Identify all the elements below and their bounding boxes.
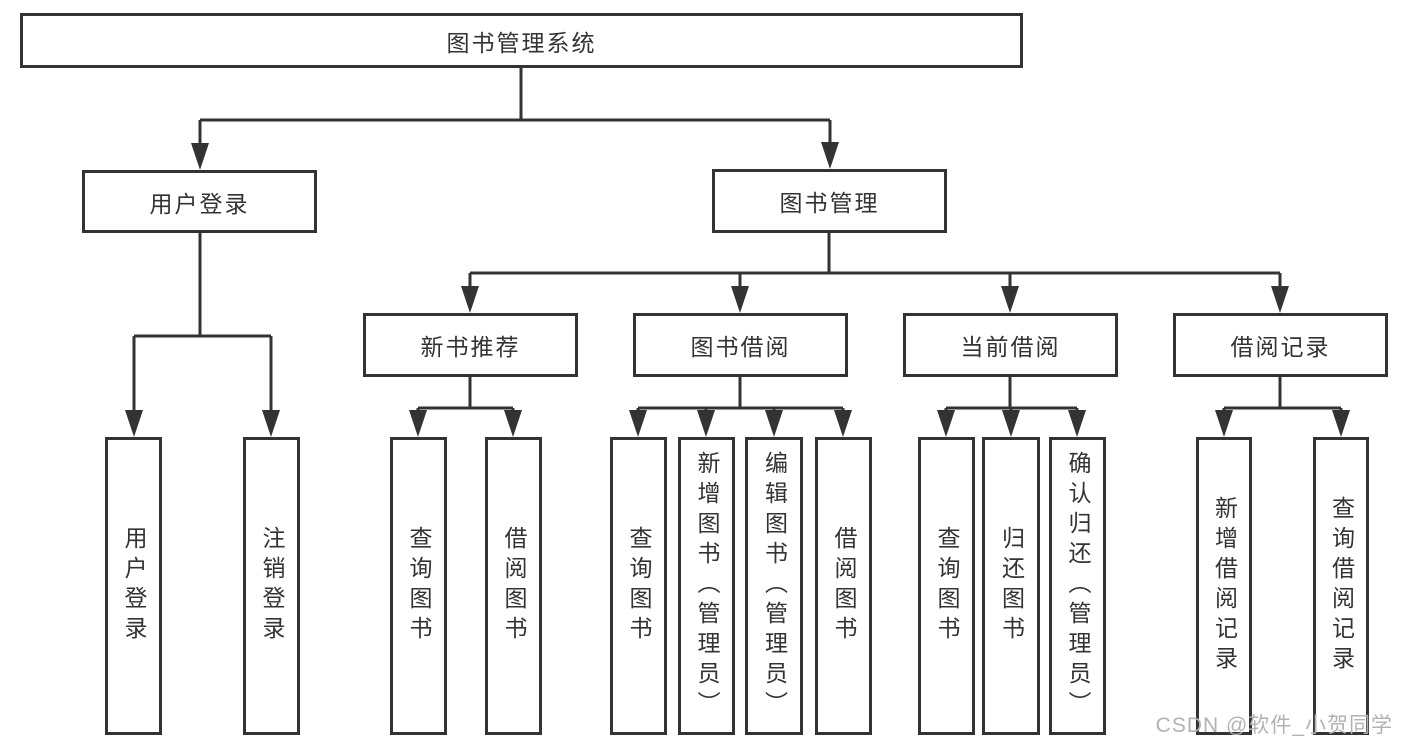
leaf-query-books-recommend: 查询图书 [390, 437, 447, 735]
leaf-borrow-books-recommend-label: 借阅图书 [501, 526, 527, 646]
arrowheads [125, 142, 1350, 437]
node-book-management: 图书管理 [712, 169, 947, 233]
node-book-management-label: 图书管理 [779, 190, 880, 216]
node-borrowing-records-label: 借阅记录 [1230, 334, 1331, 360]
leaf-query-borrow-record: 查询借阅记录 [1313, 437, 1369, 735]
leaf-borrow-books-label: 借阅图书 [831, 526, 857, 646]
leaf-logout-label: 注销登录 [259, 526, 285, 646]
node-current-borrowing-label: 当前借阅 [960, 334, 1061, 360]
leaf-query-books-recommend-label: 查询图书 [406, 526, 432, 646]
root-node-system-title: 图书管理系统 [20, 13, 1023, 68]
leaf-confirm-return-admin: 确认归还（管理员） [1049, 437, 1106, 735]
leaf-borrow-books: 借阅图书 [815, 437, 872, 735]
leaf-return-books-label: 归还图书 [998, 526, 1025, 646]
leaf-return-books: 归还图书 [982, 437, 1040, 735]
node-user-login-label: 用户登录 [149, 190, 250, 217]
node-new-book-recommendation: 新书推荐 [363, 313, 578, 377]
leaf-borrow-books-recommend: 借阅图书 [485, 437, 542, 735]
csdn-watermark: CSDN @软件_小贺同学 [1155, 714, 1393, 737]
leaf-user-login-label: 用户登录 [121, 526, 147, 646]
leaf-add-borrow-record-label: 新增借阅记录 [1211, 496, 1238, 676]
leaf-confirm-return-admin-label: 确认归还（管理员） [1065, 451, 1091, 721]
leaf-logout: 注销登录 [243, 437, 300, 735]
leaf-query-borrow-record-label: 查询借阅记录 [1328, 496, 1355, 676]
node-user-login: 用户登录 [82, 170, 317, 233]
node-current-borrowing: 当前借阅 [903, 313, 1118, 377]
leaf-add-books-admin-label: 新增图书（管理员） [694, 451, 720, 721]
leaf-query-books-borrowing-label: 查询图书 [626, 526, 652, 646]
leaf-query-books-borrowing: 查询图书 [610, 437, 667, 735]
leaf-edit-books-admin-label: 编辑图书（管理员） [761, 451, 788, 721]
leaf-add-books-admin: 新增图书（管理员） [678, 437, 735, 735]
node-book-borrowing: 图书借阅 [633, 313, 848, 377]
leaf-add-borrow-record: 新增借阅记录 [1196, 437, 1252, 735]
node-book-borrowing-label: 图书借阅 [690, 334, 791, 360]
leaf-query-books-current-label: 查询图书 [934, 526, 960, 646]
root-node-label: 图书管理系统 [446, 29, 597, 56]
leaf-user-login: 用户登录 [105, 437, 162, 735]
node-borrowing-records: 借阅记录 [1173, 313, 1388, 377]
leaf-edit-books-admin: 编辑图书（管理员） [745, 437, 803, 735]
node-new-book-recommendation-label: 新书推荐 [420, 334, 521, 360]
leaf-query-books-current: 查询图书 [918, 437, 975, 735]
